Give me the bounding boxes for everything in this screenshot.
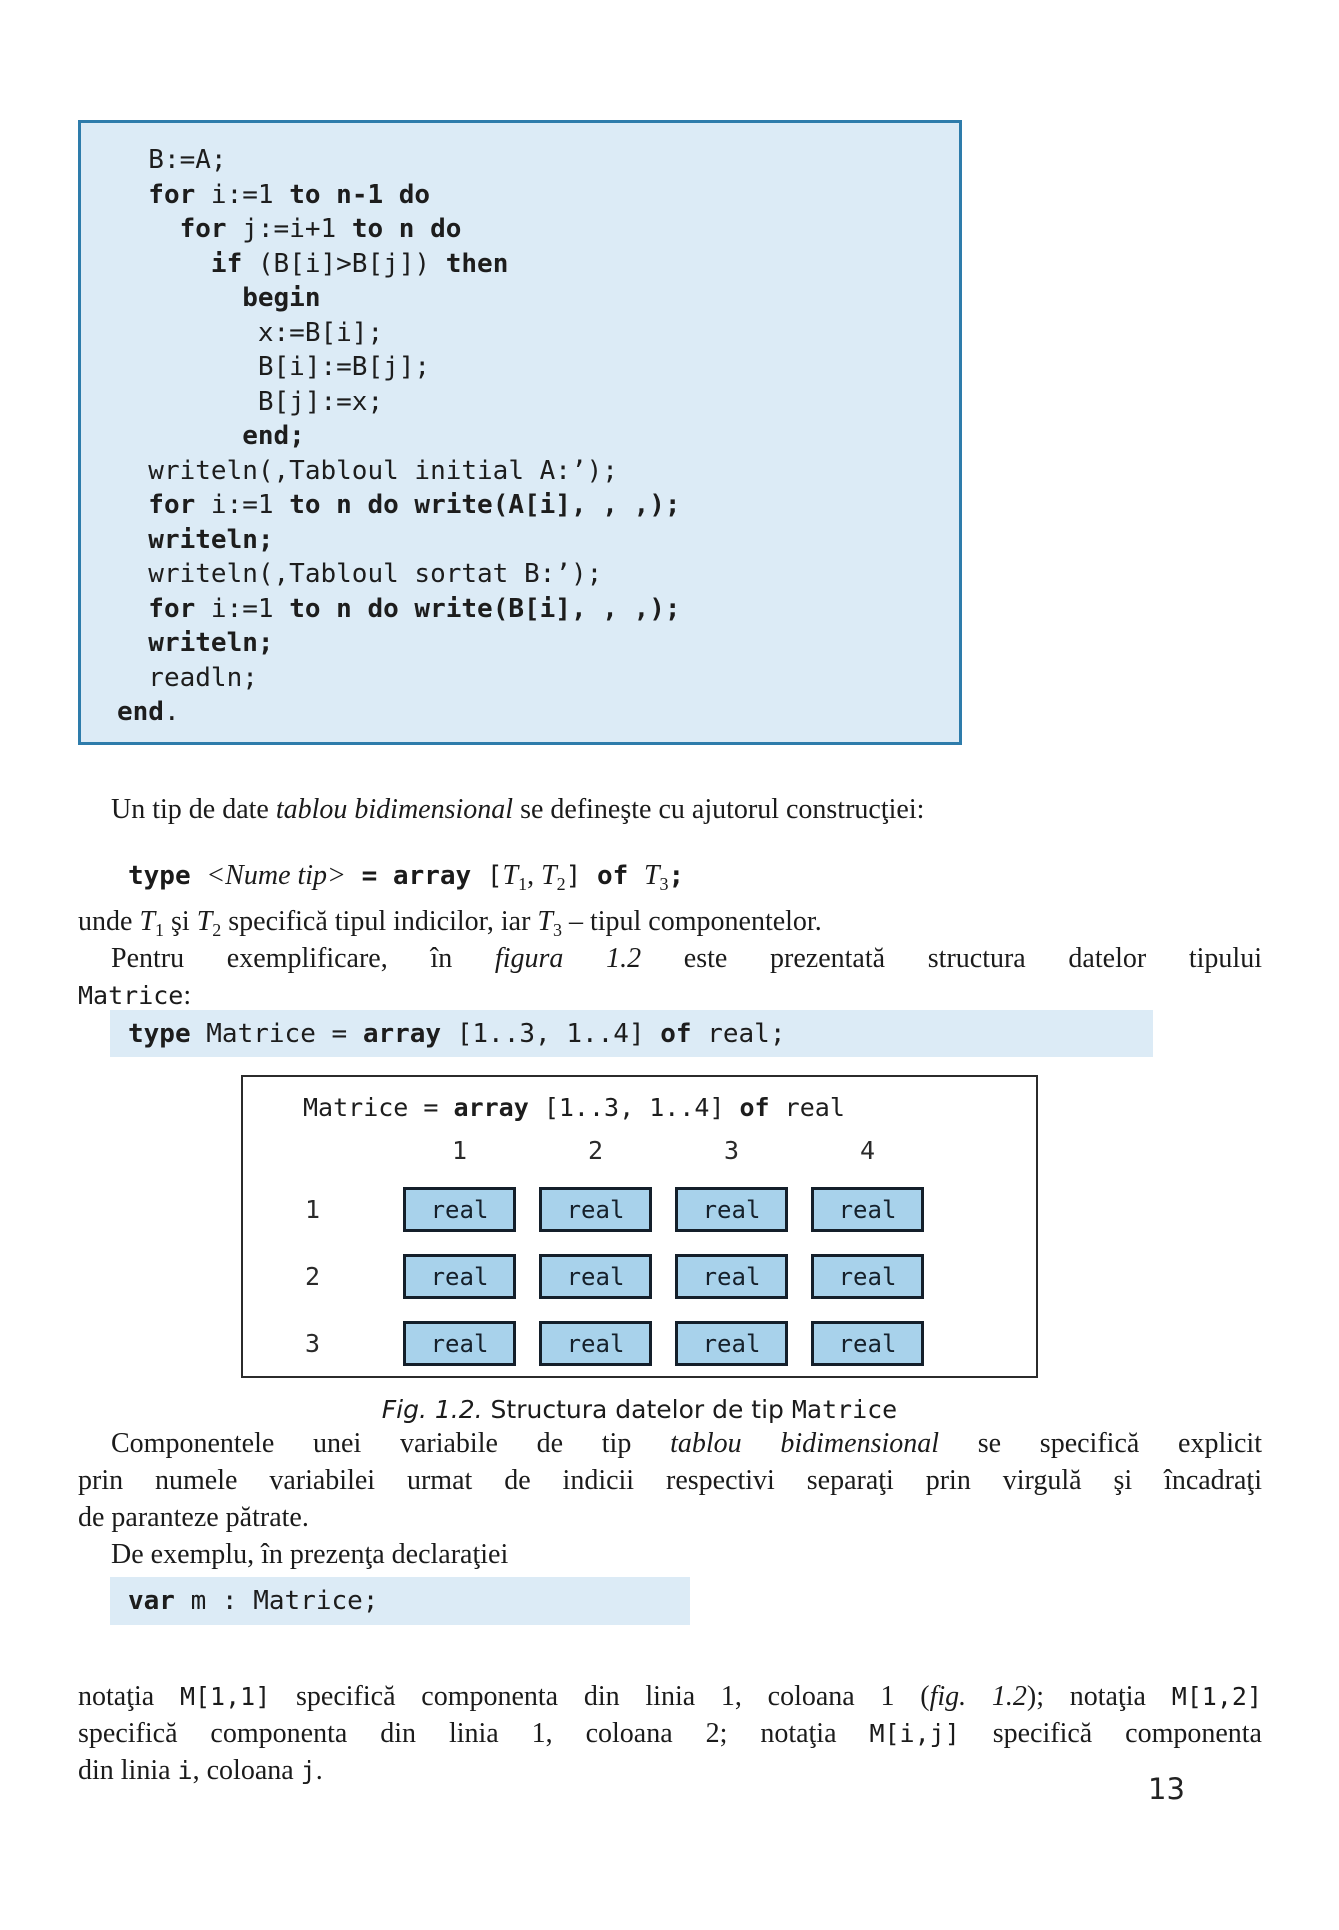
text-line: De exemplu, în prezenţa declaraţiei [111, 1539, 509, 1570]
grid-corner [257, 1133, 380, 1165]
matrix-cell: real [675, 1254, 788, 1299]
para-unde: unde T1 şi T2 specifică tipul indicilor,… [78, 903, 1262, 1014]
type-declaration: type <Nume tip> = array [T1, T2] of T3; [128, 860, 685, 894]
matrix-cell: real [539, 1321, 652, 1366]
row-label: 3 [305, 1329, 321, 1358]
text-line: Un tip de date tablou bidimensional se d… [111, 794, 925, 825]
figure-title: Matrice = array [1..3, 1..4] of real [303, 1093, 845, 1122]
matrix-cell: real [675, 1187, 788, 1232]
column-header: 2 [587, 1136, 604, 1165]
row-label: 2 [305, 1262, 321, 1291]
row-label: 1 [305, 1195, 321, 1224]
pascal-program-block: B:=A; for i:=1 to n-1 do for j:=i+1 to n… [78, 120, 962, 745]
text-line: specifică componenta din linia 1, coloan… [78, 1718, 1262, 1749]
column-header: 3 [723, 1136, 740, 1165]
text-line: Componentele unei variabile de tip tablo… [111, 1428, 1262, 1459]
text-line: notaţia M[1,1] specifică componenta din … [78, 1681, 1262, 1712]
figure-1-2: Matrice = array [1..3, 1..4] of real 1 2… [241, 1075, 1038, 1378]
text-line: Pentru exemplificare, în figura 1.2 este… [111, 943, 1262, 974]
text-line: prin numele variabilei urmat de indicii … [78, 1465, 1262, 1496]
text-line: din linia i, coloana j. [78, 1755, 323, 1786]
matrix-cell: real [539, 1187, 652, 1232]
matrix-cell: real [403, 1321, 516, 1366]
type-matrice-code-bar: type Matrice = array [1..3, 1..4] of rea… [110, 1010, 1153, 1057]
matrix-cell: real [811, 1321, 924, 1366]
para-notatia: notaţia M[1,1] specifică componenta din … [78, 1678, 1262, 1789]
text-line: de paranteze pătrate. [78, 1502, 309, 1533]
text-line: Matrice: [78, 980, 192, 1011]
column-header: 1 [451, 1136, 468, 1165]
matrix-cell: real [811, 1254, 924, 1299]
figure-caption: Fig. 1.2. Structura datelor de tip Matri… [381, 1395, 898, 1424]
para-un-tip: Un tip de date tablou bidimensional se d… [78, 791, 1262, 828]
para-de-exemplu: De exemplu, în prezenţa declaraţiei [78, 1536, 1262, 1573]
matrix-grid: 1 2 3 4 1 real real real real 2 real rea… [257, 1133, 1036, 1366]
matrix-cell: real [811, 1187, 924, 1232]
matrix-cell: real [539, 1254, 652, 1299]
var-declaration-code-bar: var m : Matrice; [110, 1577, 690, 1625]
page-number: 13 [1148, 1772, 1185, 1806]
text-line: unde T1 şi T2 specifică tipul indicilor,… [78, 906, 822, 940]
matrix-cell: real [403, 1254, 516, 1299]
column-header: 4 [859, 1136, 876, 1165]
para-componentele: Componentele unei variabile de tip tablo… [78, 1425, 1262, 1536]
matrix-cell: real [675, 1321, 788, 1366]
matrix-cell: real [403, 1187, 516, 1232]
